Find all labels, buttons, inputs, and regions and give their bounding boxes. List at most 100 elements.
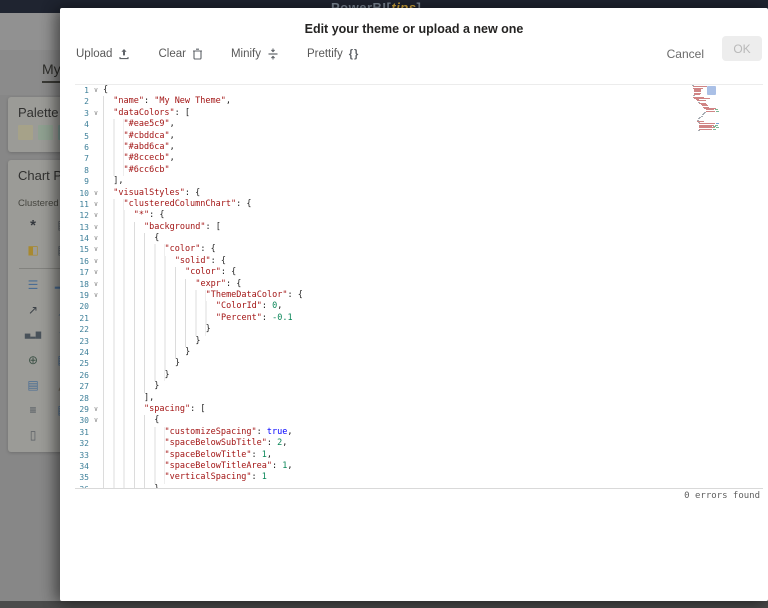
code-line[interactable]: 14∨{: [75, 233, 763, 245]
clear-button-label: Clear: [158, 48, 186, 60]
code-line[interactable]: 6"#abd6ca",: [75, 141, 763, 154]
line-number: 36: [75, 484, 89, 489]
code-line[interactable]: 1∨{: [75, 85, 763, 96]
code-line[interactable]: 17∨"color": {: [75, 267, 763, 279]
line-number: 3: [84, 108, 89, 118]
line-number: 10: [79, 188, 89, 198]
globe-visual-icon: ⊕: [27, 353, 39, 367]
code-line[interactable]: 29∨"spacing": [: [75, 403, 763, 416]
code-line[interactable]: 18∨"expr": {: [75, 278, 763, 291]
fold-spacer: [89, 142, 103, 153]
code-line[interactable]: 36}: [75, 483, 763, 489]
code-line[interactable]: 9],: [75, 176, 763, 188]
ok-button[interactable]: OK: [722, 36, 762, 61]
editor-top-border: [75, 84, 763, 85]
code-line[interactable]: 3∨"dataColors": [: [75, 107, 763, 120]
line-number: 21: [79, 313, 89, 323]
fold-chevron-icon[interactable]: ∨: [93, 416, 99, 425]
code-line[interactable]: 26}: [75, 369, 763, 382]
line-number: 4: [84, 120, 89, 130]
code-line[interactable]: 13∨"background": [: [75, 221, 763, 234]
trash-icon: [192, 48, 202, 60]
code-line[interactable]: 12∨"*": {: [75, 210, 763, 222]
code-line[interactable]: 16∨"solid": {: [75, 255, 763, 268]
fold-chevron-icon[interactable]: ∨: [93, 222, 99, 231]
minimap-token-mark: [715, 123, 719, 125]
minimap-line-mark: [699, 123, 715, 125]
code-line[interactable]: 30∨{: [75, 415, 763, 427]
prettify-button-label: Prettify: [306, 48, 343, 60]
cancel-button[interactable]: Cancel: [661, 46, 710, 62]
line-number: 31: [79, 427, 89, 437]
fold-spacer: [89, 176, 103, 187]
json-code-editor[interactable]: 1∨{2"name": "My New Theme",3∨"dataColors…: [75, 85, 763, 489]
minify-button-label: Minify: [230, 48, 261, 60]
fold-chevron-icon[interactable]: ∨: [93, 188, 99, 197]
histogram-visual-icon: ▅▂▇: [24, 332, 42, 339]
fold-chevron-icon[interactable]: ∨: [93, 268, 99, 277]
code-line[interactable]: 4"#eae5c9",: [75, 119, 763, 131]
collapse-icon: [268, 48, 278, 60]
code-line[interactable]: 27}: [75, 381, 763, 393]
code-line[interactable]: 15∨"color": {: [75, 244, 763, 256]
minimap-line-mark: [696, 119, 699, 121]
fold-chevron-icon[interactable]: ∨: [93, 86, 99, 94]
line-number: 13: [79, 222, 89, 232]
fold-spacer: [89, 358, 103, 369]
line-number: 29: [79, 404, 89, 414]
code-line[interactable]: 20"ColorId": 0,: [75, 301, 763, 313]
edit-theme-dialog: Edit your theme or upload a new one Uplo…: [60, 8, 768, 601]
fold-spacer: [89, 336, 103, 347]
code-line[interactable]: 19∨"ThemeDataColor": {: [75, 290, 763, 302]
minify-button[interactable]: Minify: [227, 46, 283, 62]
clear-button[interactable]: Clear: [154, 46, 206, 62]
code-line[interactable]: 10∨"visualStyles": {: [75, 187, 763, 199]
fold-chevron-icon[interactable]: ∨: [93, 404, 99, 413]
fold-chevron-icon[interactable]: ∨: [93, 245, 99, 254]
status-separator: [75, 488, 763, 489]
line-number: 17: [79, 268, 89, 278]
code-line[interactable]: 34"spaceBelowTitleArea": 1,: [75, 460, 763, 473]
line-number: 15: [79, 245, 89, 255]
editor-minimap[interactable]: [692, 85, 730, 135]
code-line[interactable]: 23}: [75, 335, 763, 347]
line-number: 2: [84, 97, 89, 107]
line-number: 9: [84, 177, 89, 187]
fold-chevron-icon[interactable]: ∨: [93, 256, 99, 265]
fold-spacer: [89, 450, 103, 461]
fold-chevron-icon[interactable]: ∨: [93, 279, 99, 288]
minimap-line-mark: [695, 99, 700, 101]
minimap-line-mark: [694, 93, 701, 95]
code-line[interactable]: 21"Percent": -0.1: [75, 312, 763, 325]
fold-chevron-icon[interactable]: ∨: [93, 211, 99, 220]
code-line[interactable]: 5"#cbddca",: [75, 130, 763, 142]
minimap-line-mark: [694, 91, 701, 93]
fold-spacer: [89, 165, 103, 176]
code-line[interactable]: 25}: [75, 358, 763, 370]
minimap-line-mark: [693, 96, 704, 98]
fold-chevron-icon[interactable]: ∨: [93, 108, 99, 117]
fold-spacer: [89, 96, 103, 107]
slicer-visual-icon: ≡: [29, 403, 37, 417]
code-line[interactable]: 24}: [75, 346, 763, 359]
minimap-line-mark: [703, 113, 706, 115]
minimap-line-mark: [698, 122, 701, 124]
fold-spacer: [89, 370, 103, 381]
prettify-button[interactable]: Prettify {}: [303, 46, 363, 62]
upload-button[interactable]: Upload: [72, 46, 134, 62]
code-line[interactable]: 11∨"clusteredColumnChart": {: [75, 198, 763, 211]
line-number: 14: [79, 234, 89, 244]
code-line[interactable]: 32"spaceBelowSubTitle": 2,: [75, 438, 763, 450]
fold-chevron-icon[interactable]: ∨: [93, 199, 99, 208]
code-line[interactable]: 35"verticalSpacing": 1: [75, 472, 763, 484]
code-line[interactable]: 7"#8ccecb",: [75, 153, 763, 165]
code-line[interactable]: 31"customizeSpacing": true,: [75, 426, 763, 439]
code-line[interactable]: 8"#6cc6cb": [75, 164, 763, 177]
code-line[interactable]: 2"name": "My New Theme",: [75, 96, 763, 108]
code-line[interactable]: 28],: [75, 392, 763, 404]
fold-chevron-icon[interactable]: ∨: [93, 234, 99, 243]
fold-chevron-icon[interactable]: ∨: [93, 291, 99, 300]
code-line[interactable]: 33"spaceBelowTitle": 1,: [75, 449, 763, 461]
code-line[interactable]: 22}: [75, 324, 763, 336]
